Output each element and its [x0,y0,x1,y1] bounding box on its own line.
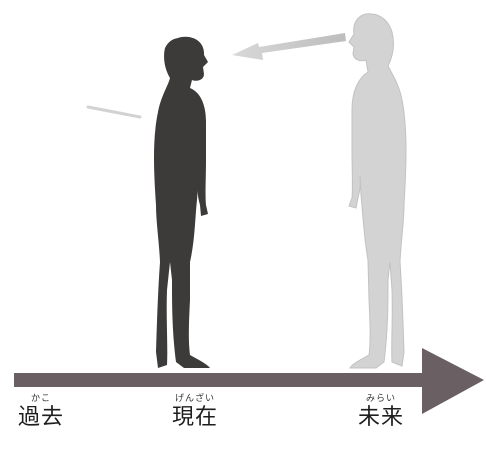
label-past-kana: かこ [6,395,76,404]
future-person-silhouette [349,14,406,368]
label-present: げんざい 現在 [160,395,230,429]
label-future: みらい 未来 [346,395,416,429]
label-past: かこ 過去 [6,395,76,429]
label-past-word: 過去 [6,407,76,429]
label-present-word: 現在 [160,407,230,429]
present-person-silhouette [154,37,210,368]
left-arrow-icon [232,33,346,60]
motion-streak [88,107,140,117]
label-future-word: 未来 [346,407,416,429]
label-future-kana: みらい [346,395,416,404]
label-present-kana: げんざい [160,395,230,404]
